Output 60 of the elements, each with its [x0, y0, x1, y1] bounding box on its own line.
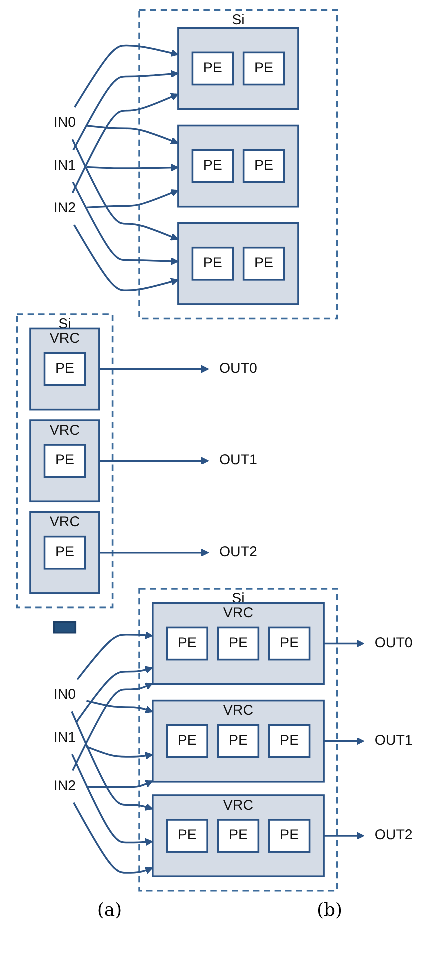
node-box: PE [268, 724, 310, 758]
node-box: PE [268, 818, 310, 852]
arrow [72, 682, 153, 771]
arrow [324, 736, 364, 745]
node-text: OUT0 [219, 360, 258, 376]
node-box: PE [242, 148, 285, 183]
node-text: IN0 [54, 687, 76, 702]
arrow [86, 780, 153, 788]
arrow [86, 189, 178, 208]
arrow [86, 746, 153, 760]
arrow [99, 548, 209, 556]
node-text: IN0 [54, 115, 76, 130]
node-text: IN1 [54, 730, 76, 746]
arrow [72, 70, 178, 150]
node-text: IN2 [54, 778, 76, 794]
node-box: PE [191, 246, 234, 280]
figure-label: (b) [317, 900, 343, 921]
arrow [86, 163, 178, 172]
node-box: PE [217, 818, 260, 852]
node-box: PE [191, 51, 234, 86]
node-box: PE [268, 626, 310, 660]
node-box: PE [217, 626, 260, 660]
node-box: PE [166, 626, 208, 660]
arrow [76, 631, 153, 680]
node-box: PE [242, 51, 285, 86]
cluster [177, 124, 300, 208]
arrow [86, 700, 153, 713]
node-text: OUT1 [219, 452, 258, 468]
arrow [75, 666, 153, 722]
node-box: PE [44, 535, 86, 570]
arrow [99, 456, 209, 464]
arrow [72, 802, 153, 874]
node-box: PE [166, 724, 208, 758]
node-box: PE [44, 444, 86, 478]
arrow [324, 639, 364, 648]
node-box: PE [166, 818, 208, 852]
node-box: PE [217, 724, 260, 758]
arrow [86, 124, 178, 144]
arrow [73, 224, 178, 292]
arrow [324, 832, 364, 840]
node-text: OUT1 [374, 732, 413, 748]
node-text: IN2 [54, 200, 76, 216]
node-text: OUT2 [219, 544, 258, 560]
arrow [71, 138, 178, 240]
node-bar [53, 620, 76, 634]
node-box: PE [191, 148, 234, 183]
node-box: PE [44, 352, 86, 386]
node-text: OUT2 [374, 828, 413, 843]
cluster [177, 26, 300, 110]
arrow [72, 181, 178, 265]
arrow [71, 754, 153, 846]
arrow [74, 44, 178, 108]
figure-label: (a) [97, 900, 122, 921]
node-box: PE [242, 246, 285, 280]
cluster [177, 222, 300, 305]
arrow [70, 710, 153, 810]
node-text: OUT0 [374, 635, 413, 650]
node-text: IN1 [54, 158, 76, 173]
arrow [72, 92, 178, 193]
arrow [99, 364, 209, 373]
